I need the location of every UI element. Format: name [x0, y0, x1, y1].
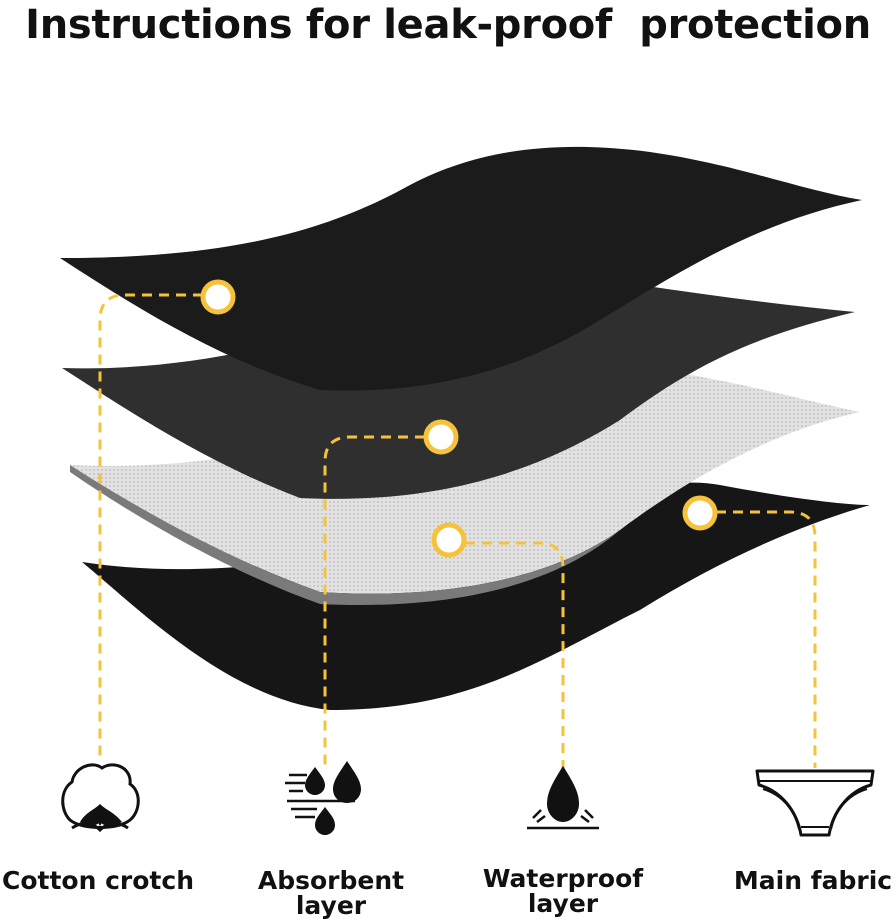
water-drop-splash-icon — [527, 766, 599, 830]
absorbent-layer — [62, 275, 855, 499]
label-main-fabric: Main fabric — [733, 866, 893, 895]
markers — [200, 279, 718, 558]
leader-line-main-fabric — [716, 510, 817, 768]
marker-main-fabric — [682, 495, 718, 531]
water-drops-icon — [285, 761, 361, 835]
label-cotton-crotch: Cotton crotch — [2, 866, 194, 895]
label-absorbent-layer: Absorbent layer — [257, 866, 405, 920]
underwear-icon — [755, 769, 875, 837]
cotton-flower-icon — [61, 763, 140, 833]
marker-waterproof-layer — [431, 522, 467, 558]
marker-absorbent-layer — [423, 419, 459, 455]
cotton-crotch-layer — [60, 146, 862, 391]
main-fabric-layer — [82, 482, 870, 710]
leader-line-absorbent-layer — [323, 435, 425, 770]
marker-cotton-crotch — [200, 279, 236, 315]
label-waterproof-layer: Waterproof layer — [482, 864, 644, 918]
page-title: Instructions for leak-proof protection — [25, 2, 871, 48]
leader-line-waterproof-layer — [465, 541, 565, 770]
leader-lines — [98, 293, 817, 770]
